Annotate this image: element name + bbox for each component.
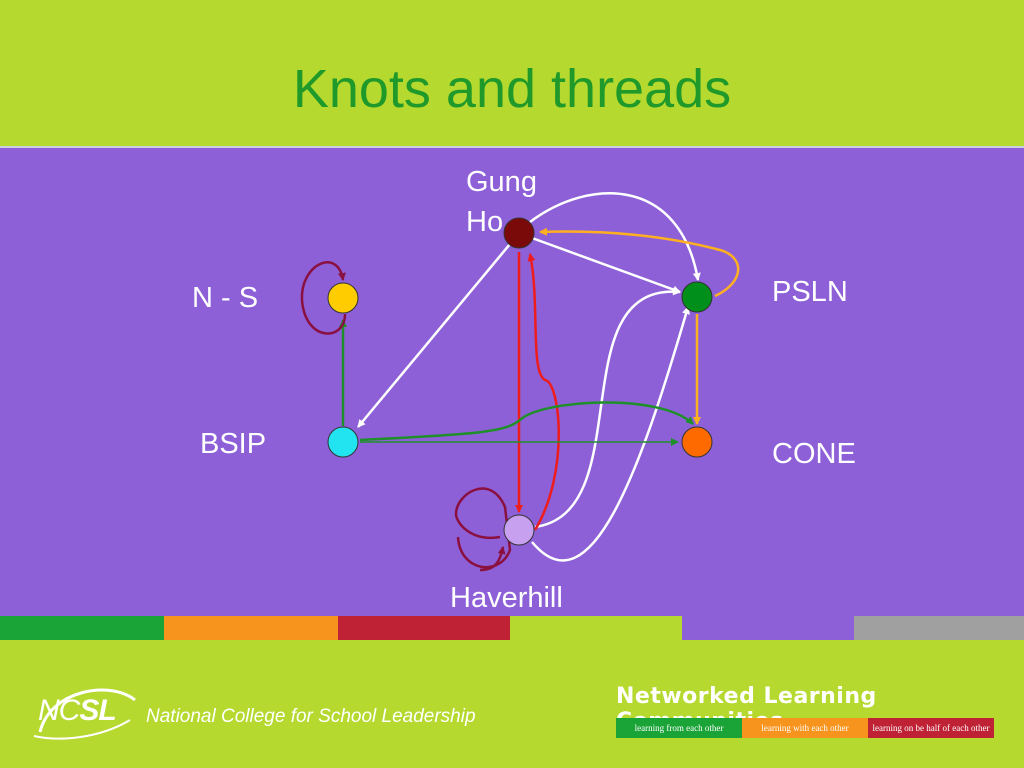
edge-gungho-psln-arc: [529, 192, 701, 281]
nlc-tags: learning from each other learning with e…: [616, 718, 994, 738]
node-haverhill: [503, 514, 535, 546]
strip-green: [0, 616, 164, 640]
label-bsip: BSIP: [200, 428, 267, 460]
edge-gungho-bsip: [357, 243, 511, 428]
label-ns: N - S: [192, 282, 259, 314]
edge-gungho-psln: [531, 236, 681, 294]
strip-red: [338, 616, 510, 640]
label-psln: PSLN: [772, 276, 848, 308]
logo-sl: SL: [79, 694, 116, 727]
tag-learning-with: learning with each other: [742, 718, 868, 738]
node-bsip: [327, 426, 359, 458]
tag-learning-from: learning from each other: [616, 718, 742, 738]
strip-grey: [854, 616, 1024, 640]
node-psln: [681, 281, 713, 313]
label-gungho: Gung Ho: [466, 166, 537, 238]
network-diagram: [300, 192, 740, 572]
strip-purple: [682, 616, 854, 640]
label-cone: CONE: [772, 438, 856, 470]
org-name: National College for School Leadership: [146, 706, 476, 727]
slide-footer: NCSL National College for School Leaders…: [0, 640, 1024, 768]
logo-nc: NC: [38, 694, 80, 727]
ncsl-swoosh-icon: [33, 688, 136, 740]
node-cone: [681, 426, 713, 458]
edge-haverhill-psln-2: [531, 306, 690, 562]
strip-orange: [164, 616, 338, 640]
edge-bsip-cone-arc: [359, 401, 694, 442]
ncsl-logo: NCSL: [38, 694, 117, 728]
edge-haverhill-psln-1: [534, 287, 681, 529]
diagram-panel: Gung Ho N - S PSLN BSIP CONE Haverhill: [0, 146, 1024, 616]
tag-learning-on-behalf: learning on be half of each other: [868, 718, 994, 738]
loop-ns: [300, 261, 347, 335]
node-gungho: [503, 217, 535, 249]
slide-title: Knots and threads: [292, 59, 732, 119]
edge-haverhill-gungho: [527, 253, 560, 531]
edge-psln-gungho: [539, 227, 740, 298]
color-strip: [0, 616, 1024, 640]
loop-haverhill: [454, 487, 512, 569]
loop-haverhill-arrow: [479, 546, 506, 572]
strip-lime: [510, 616, 682, 640]
node-ns: [327, 282, 359, 314]
slide-header: Knots and threads: [0, 0, 1024, 144]
label-haverhill: Haverhill: [450, 582, 563, 614]
